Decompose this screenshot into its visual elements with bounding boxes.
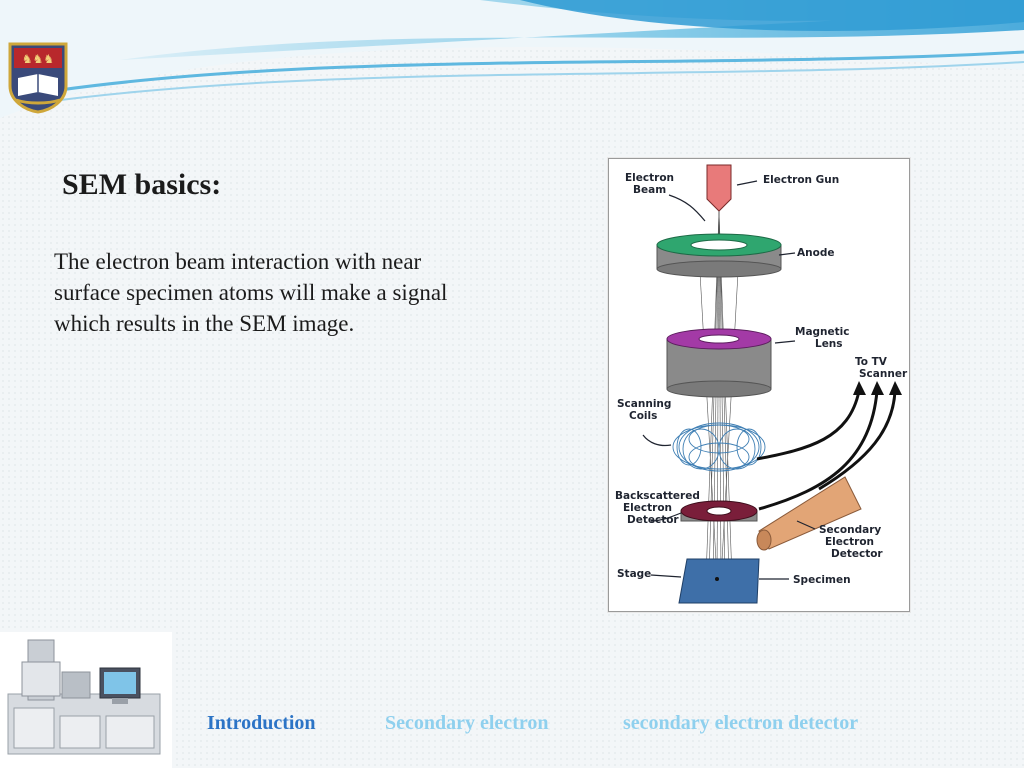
- label-bse-3: Detector: [627, 514, 679, 526]
- nav-introduction-link[interactable]: Introduction: [207, 712, 316, 734]
- label-anode: Anode: [797, 247, 834, 259]
- label-magnetic-lens-1: Magnetic: [795, 326, 850, 338]
- label-electron-gun: Electron Gun: [763, 174, 839, 186]
- label-sed-3: Detector: [831, 548, 883, 560]
- secondary-electron-detector-cone: [756, 476, 862, 551]
- label-sed-2: Electron: [825, 536, 874, 548]
- sem-instrument-photo: [0, 632, 172, 768]
- label-electron-beam-2: Beam: [633, 184, 666, 196]
- header-wave-decoration: [0, 0, 1024, 118]
- specimen-dot: [715, 577, 719, 581]
- slide-body-text: The electron beam interaction with near …: [54, 249, 448, 336]
- magnetic-lens: [666, 328, 772, 398]
- electron-gun: [706, 164, 732, 212]
- label-scanning-coils-2: Coils: [629, 410, 657, 422]
- label-scanning-coils-1: Scanning: [617, 398, 671, 410]
- slide-title: SEM basics:: [62, 168, 222, 201]
- label-magnetic-lens-2: Lens: [815, 338, 843, 350]
- backscattered-electron-detector: [680, 500, 758, 522]
- label-bse-2: Electron: [623, 502, 672, 514]
- nav-secondary-electron-detector-link[interactable]: secondary electron detector: [623, 712, 859, 734]
- specimen-stage: [678, 558, 760, 604]
- label-to-tv-1: To TV: [855, 356, 888, 368]
- sem-diagram: Electron Beam Electron Gun Anode Magneti…: [608, 158, 910, 612]
- anode-ring: [656, 233, 782, 278]
- label-pointers: [642, 180, 816, 580]
- sem-diagram-svg: Electron Beam Electron Gun Anode Magneti…: [615, 164, 908, 604]
- nav-secondary-electron-link[interactable]: Secondary electron: [385, 712, 549, 734]
- label-electron-beam-1: Electron: [625, 172, 674, 184]
- label-stage: Stage: [617, 568, 651, 580]
- scanning-coils: [672, 422, 766, 472]
- signal-arrows: [756, 390, 897, 511]
- label-sed-1: Secondary: [819, 524, 881, 536]
- university-crest-icon: ♞♞♞: [8, 42, 68, 114]
- label-bse-1: Backscattered: [615, 490, 700, 502]
- svg-text:♞♞♞: ♞♞♞: [22, 52, 54, 66]
- label-specimen: Specimen: [793, 574, 851, 586]
- label-to-tv-2: Scanner: [859, 368, 908, 380]
- signal-arrowheads: [853, 381, 902, 395]
